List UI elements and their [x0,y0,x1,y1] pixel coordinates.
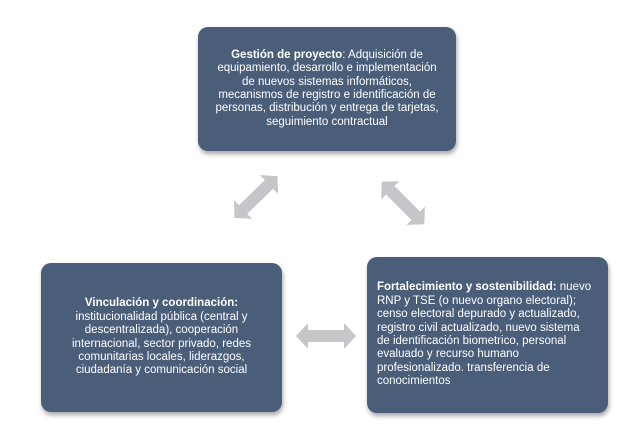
box-gestion-proyecto-text: Gestión de proyecto: Adquisición de equi… [215,49,438,129]
double-arrow-icon [234,175,278,219]
box-fortalecimiento-sostenibilidad-line-8: conocimientos [377,375,451,388]
box-gestion-proyecto-line-2: equipamiento, desarrollo e implementació… [217,62,437,75]
box-gestion-proyecto-line-3: de nuevos sistemas informáticos, [241,75,412,88]
box-fortalecimiento-sostenibilidad: Fortalecimiento y sostenibilidad: nuevo … [367,257,608,413]
box-gestion-proyecto-title: Gestión de proyecto [231,48,343,61]
box-gestion-proyecto-line-4: mecanismos de registro e identificación … [218,89,436,101]
box-fortalecimiento-sostenibilidad-line-7: profesionalizado. transferencia de [377,361,550,374]
double-arrow-icon [296,323,356,349]
box-fortalecimiento-sostenibilidad-text: Fortalecimiento y sostenibilidad: nuevo … [377,281,591,388]
box-vinculacion-coordinacion-line-1: institucionalidad pública (central y [75,310,248,323]
box-gestion-proyecto-line-1: : Adquisición de [342,48,423,61]
box-vinculacion-coordinacion-text: Vinculación y coordinación: instituciona… [72,297,251,377]
arrow-left-right-shape [296,323,356,349]
box-fortalecimiento-sostenibilidad-title: Fortalecimiento y sostenibilidad: [377,281,557,294]
double-arrow-icon [381,181,425,225]
box-fortalecimiento-sostenibilidad-line-2: RNP y TSE (o nuevo organo electoral); [377,294,577,307]
box-fortalecimiento-sostenibilidad-line-6: evaluado y recurso humano [377,348,519,361]
box-fortalecimiento-sostenibilidad-line-5: de identificación biometrico, personal [377,335,567,347]
box-gestion-proyecto: Gestión de proyecto: Adquisición de equi… [198,27,456,151]
arrow-top-left-shape [234,175,278,219]
box-vinculacion-coordinacion-line-5: ciudadanía y comunicación social [75,364,248,377]
arrow-top-right-shape [381,181,425,225]
box-gestion-proyecto-line-6: seguimiento contractual [266,115,388,128]
box-vinculacion-coordinacion-title: Vinculación y coordinación: [84,297,239,310]
box-fortalecimiento-sostenibilidad-line-1: nuevo [556,281,592,294]
box-vinculacion-coordinacion-line-2: descentralizada), cooperación [84,324,239,337]
box-gestion-proyecto-line-5: personas, distribución y entrega de tarj… [215,102,439,115]
box-vinculacion-coordinacion: Vinculación y coordinación: instituciona… [41,263,282,412]
box-fortalecimiento-sostenibilidad-line-3: censo electoral depurado y actualizado, [377,308,580,321]
box-vinculacion-coordinacion-line-4: comunitarias locales, liderazgos, [78,350,245,363]
box-fortalecimiento-sostenibilidad-line-4: registro civil actualizado, nuevo sistem… [377,321,580,334]
box-vinculacion-coordinacion-line-3: internacional, sector privado, redes [72,337,251,350]
